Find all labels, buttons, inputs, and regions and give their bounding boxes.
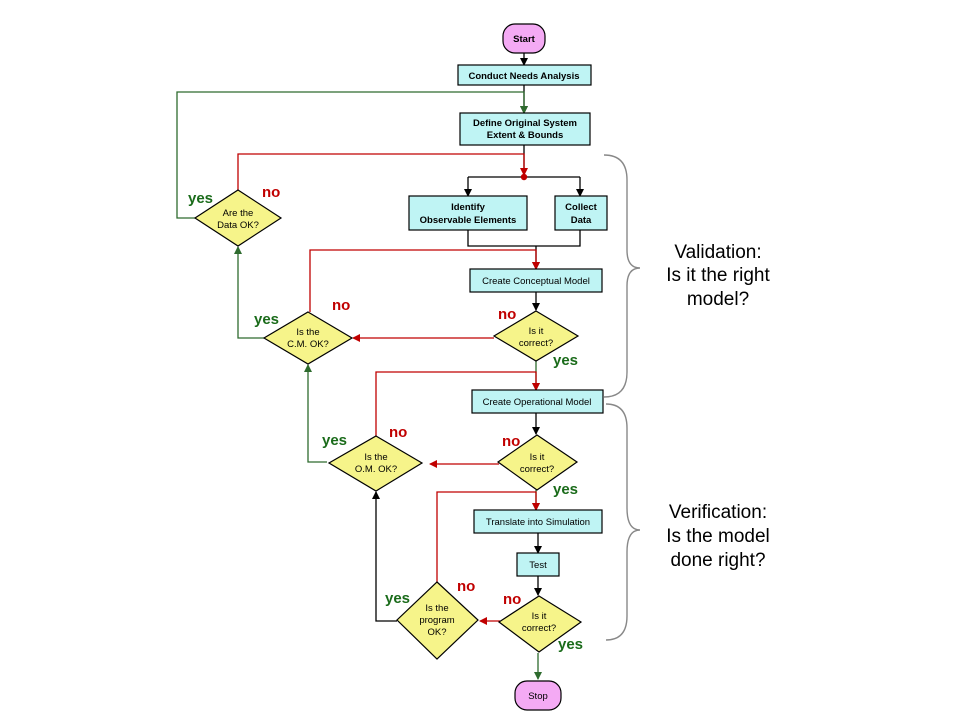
yes-label-om-ok: yes [322,432,347,449]
program-ok-line-2: program [419,615,454,626]
validation-brace [603,154,641,398]
verification-line-1: Verification: [669,502,767,523]
terminal-start: Start [502,23,546,54]
program-correct-line-1: Is it [532,611,547,622]
yes-label-cm-ok: yes [254,311,279,328]
no-label-om-correct: no [502,433,520,450]
define-system-line-2: Extent & Bounds [487,130,564,141]
arrow-omok-no [375,371,540,436]
yes-label-program-ok: yes [385,590,410,607]
branch-labels: yes no yes no no yes yes no no yes no ye… [188,184,583,653]
data-ok-line-2: Data OK? [217,220,259,231]
decision-cm-ok: Is the C.M. OK? [262,311,354,365]
process-conduct-needs-analysis: Conduct Needs Analysis [457,64,592,86]
yes-label-data-ok: yes [188,190,213,207]
validation-line-3: model? [687,289,749,310]
arrow-dataok-yes-loop [176,91,528,219]
process-translate-into-simulation: Translate into Simulation [473,509,603,534]
arrow-omok-yes-to-cmok [304,364,327,463]
process-create-conceptual-model: Create Conceptual Model [469,268,603,293]
program-correct-line-2: correct? [522,623,556,634]
arrow-cmok-yes-to-dataok [234,246,264,339]
process-create-operational-model: Create Operational Model [471,389,604,414]
decision-program-correct: Is it correct? [497,595,583,653]
collect-data-line-1: Collect [565,202,598,213]
no-label-program-ok: no [457,578,475,595]
terminal-stop: Stop [514,680,562,711]
no-label-cm-ok: no [332,297,350,314]
stop-label: Stop [528,691,548,702]
yes-label-cm-correct: yes [553,352,578,369]
decision-program-ok: Is the program OK? [396,581,479,660]
arrow-cmok-no [309,249,540,312]
no-label-data-ok: no [262,184,280,201]
no-label-program-correct: no [503,591,521,608]
verification-line-2: Is the model [666,526,770,547]
om-ok-line-2: O.M. OK? [355,464,397,475]
red-junction-dot [520,173,528,181]
om-ok-line-1: Is the [364,452,387,463]
cm-ok-line-2: C.M. OK? [287,339,329,350]
yes-label-om-correct: yes [553,481,578,498]
validation-annotation: Validation: Is it the right model? [666,242,770,310]
arrow-progok-no [436,491,540,582]
program-ok-line-3: OK? [427,627,446,638]
validation-line-1: Validation: [674,242,761,263]
create-operational-model-label: Create Operational Model [483,397,592,408]
om-correct-line-2: correct? [520,464,554,475]
create-conceptual-model-label: Create Conceptual Model [482,276,590,287]
decision-om-correct: Is it correct? [496,434,579,491]
cm-correct-line-1: Is it [529,326,544,337]
arrow-progok-yes-to-omok [372,491,397,622]
program-ok-line-1: Is the [425,603,448,614]
conduct-needs-analysis-label: Conduct Needs Analysis [468,71,579,82]
connectors [176,53,584,680]
process-define-system: Define Original System Extent & Bounds [459,112,591,146]
identify-to-join [467,230,536,247]
decision-data-ok: Are the Data OK? [193,189,283,247]
data-ok-line-1: Are the [223,208,254,219]
cm-ok-line-1: Is the [296,327,319,338]
no-label-om-ok: no [389,424,407,441]
process-collect-data: Collect Data [554,195,608,231]
test-label: Test [529,560,547,571]
no-label-cm-correct: no [498,306,516,323]
process-test: Test [516,552,560,577]
collect-to-join [536,230,581,247]
yes-label-program-correct: yes [558,636,583,653]
process-identify-elements: Identify Observable Elements [408,195,528,231]
verification-brace [605,403,641,641]
verification-annotation: Verification: Is the model done right? [666,502,770,571]
validation-line-2: Is it the right [666,265,770,286]
collect-data-line-2: Data [571,215,592,226]
decision-om-ok: Is the O.M. OK? [327,435,424,492]
om-correct-line-1: Is it [530,452,545,463]
arrow-dataok-no [237,153,528,190]
identify-line-2: Observable Elements [420,215,517,226]
start-label: Start [513,34,535,45]
decision-cm-correct: Is it correct? [492,310,580,362]
identify-line-1: Identify [451,202,485,213]
verification-line-3: done right? [670,550,765,571]
translate-into-simulation-label: Translate into Simulation [486,517,590,528]
cm-correct-line-2: correct? [519,338,553,349]
define-system-line-1: Define Original System [473,118,577,129]
